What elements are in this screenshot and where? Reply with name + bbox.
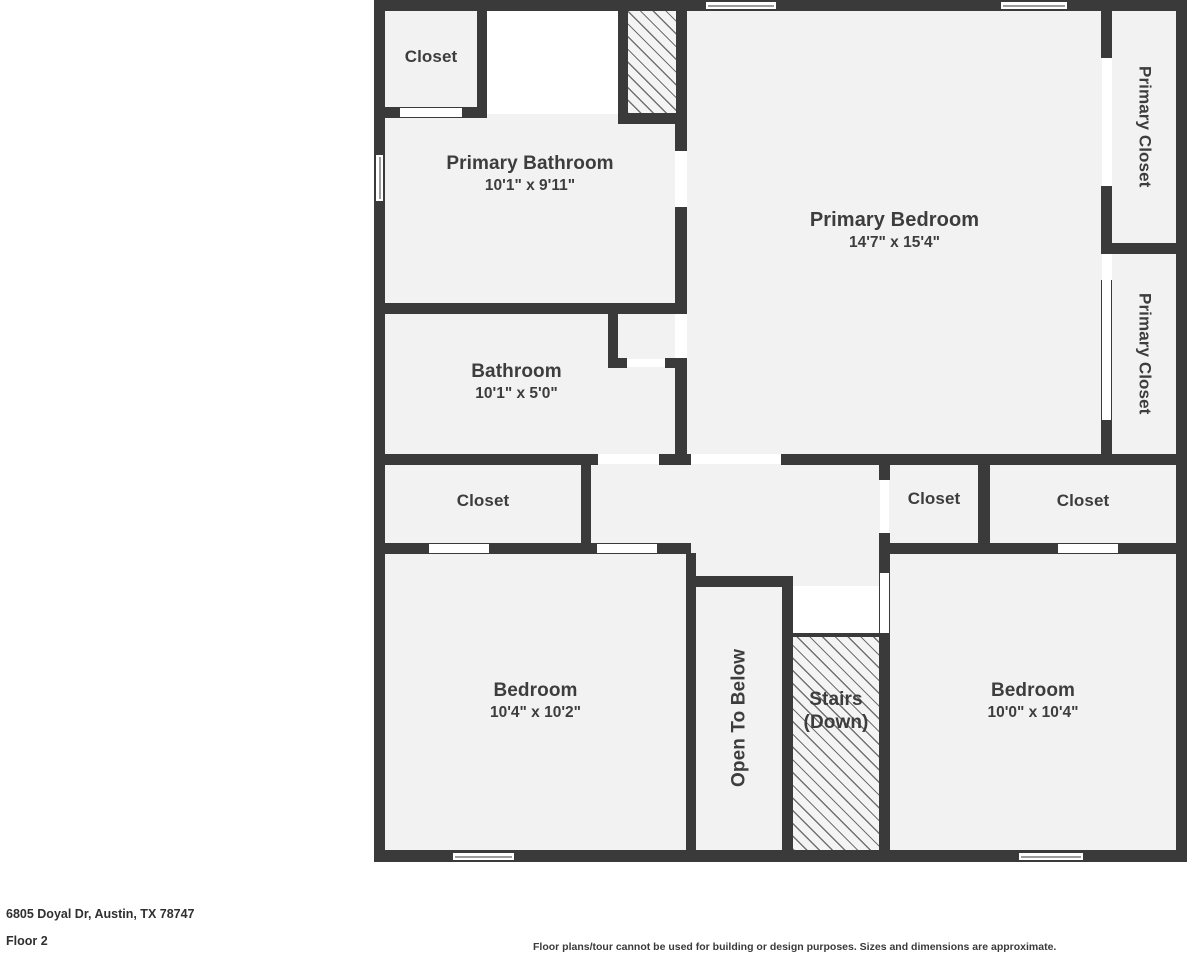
doorway-closet-far-right: [1058, 544, 1118, 553]
wall-open-to-below-right: [782, 576, 793, 850]
window-left-wall: [375, 154, 384, 202]
doorway-bedroom-right: [880, 573, 889, 633]
wall-primary-bathroom-right-upper: [675, 113, 687, 151]
exterior-wall-right: [1176, 0, 1187, 862]
wall-primary-bedroom-right-a: [1101, 10, 1112, 58]
disclaimer-text: Floor plans/tour cannot be used for buil…: [533, 941, 1057, 953]
window-bottom-left: [452, 852, 515, 861]
doorway-bathroom-hall: [598, 455, 659, 464]
wall-linen-alcove-bottom: [608, 358, 627, 368]
shaft-hatch-top: [628, 10, 676, 114]
window-top-right: [1000, 1, 1068, 10]
footer: 6805 Doyal Dr, Austin, TX 78747 Floor 2 …: [0, 880, 1187, 960]
wall-hall-top-left: [374, 454, 598, 465]
wall-shaft-bottom: [618, 113, 687, 124]
floor-label: Floor 2: [6, 934, 48, 948]
wall-open-to-below-top: [686, 576, 792, 587]
room-fill-primary-closet-upper: [1112, 10, 1176, 243]
wall-linen-alcove-bottom-right: [665, 358, 687, 368]
doorway-primary-bathroom: [676, 151, 686, 207]
wall-bedroom-left-right: [686, 553, 696, 850]
doorway-primary-closet-lower: [1102, 280, 1111, 420]
doorway-closet-mid-right: [880, 480, 889, 533]
wall-closet-mid-right-left-a: [879, 454, 890, 480]
wall-bathroom-right: [675, 368, 687, 464]
window-top-left: [705, 1, 777, 10]
room-fill-open-to-below: [696, 586, 782, 850]
wall-linen-alcove-left: [608, 303, 618, 368]
exterior-wall-left: [374, 0, 385, 862]
wall-stairs-top: [793, 633, 879, 637]
doorway-primary-closet-upper: [1102, 58, 1111, 186]
wall-bedroom-right-left: [879, 553, 890, 850]
doorway-bedroom-left: [597, 544, 657, 553]
room-fill-primary-bathroom: [385, 114, 675, 304]
room-fill-bedroom-left: [385, 554, 686, 850]
wall-shaft-left: [618, 0, 628, 124]
room-fill-closet-mid-left: [385, 464, 581, 544]
wall-primary-bathroom-right-lower: [675, 207, 687, 304]
wall-shaft-right: [676, 0, 687, 124]
wall-primary-bedroom-right-b: [1101, 186, 1112, 253]
wall-closet-mid-left-right: [581, 464, 591, 544]
room-fill-closet-far-right: [990, 464, 1176, 544]
exterior-wall-bottom: [374, 850, 1176, 862]
room-fill-primary-bedroom: [687, 10, 1102, 454]
window-bottom-right: [1018, 852, 1084, 861]
doorway-closet-mid-left: [429, 544, 489, 553]
doorway-primary-bedroom-hall: [691, 455, 781, 464]
doorway-linen-alcove: [627, 359, 665, 367]
wall-closet-top-left-right: [477, 10, 487, 114]
stairs-hatch: [793, 636, 879, 850]
room-fill-closet-top-left: [385, 10, 477, 114]
wall-closet-right-bottom: [879, 543, 1176, 554]
property-address: 6805 Doyal Dr, Austin, TX 78747: [6, 907, 195, 921]
floor-plan-canvas[interactable]: Closet Primary Bathroom 10'1" x 9'11" Pr…: [0, 0, 1187, 880]
wall-closet-right-divider: [978, 464, 990, 544]
wall-hall-top-mid: [659, 454, 691, 465]
wall-hall-top-right: [781, 454, 1176, 465]
wall-bathroom-divider: [374, 303, 687, 314]
room-fill-bedroom-right: [890, 554, 1176, 850]
wall-primary-closets-divider: [1101, 243, 1187, 254]
room-fill-primary-closet-lower: [1112, 253, 1176, 454]
room-fill-closet-mid-right: [890, 464, 978, 544]
doorway-closet-top-left: [400, 108, 462, 117]
wall-primary-bedroom-right-d: [1101, 420, 1112, 464]
